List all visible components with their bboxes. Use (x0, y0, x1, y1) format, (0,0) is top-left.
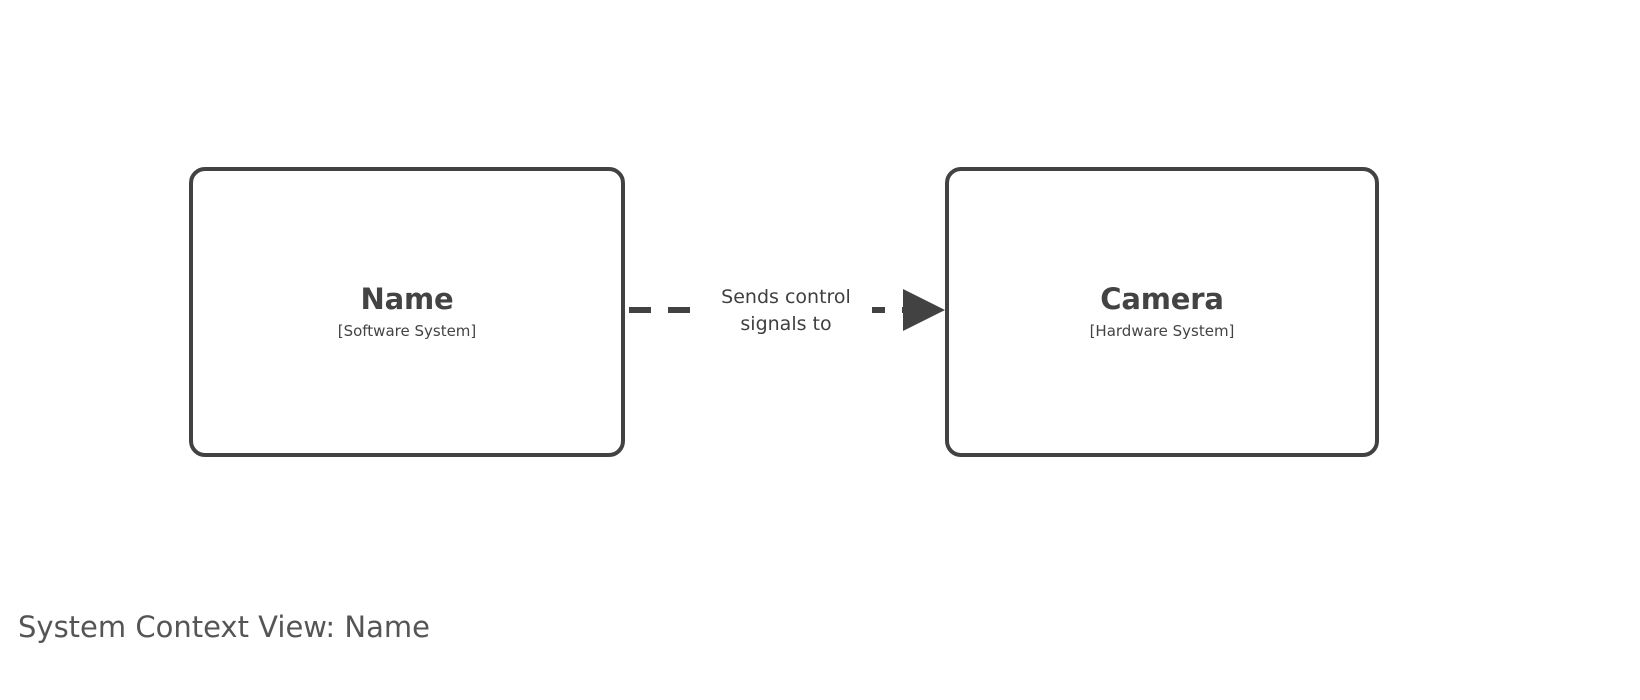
diagram-node-software-system[interactable]: Name [Software System] (189, 167, 625, 457)
relationship-label: Sends control signals to (700, 284, 872, 338)
diagram-node-hardware-system[interactable]: Camera [Hardware System] (945, 167, 1379, 457)
node-type-label: [Software System] (337, 322, 477, 341)
node-name: Camera (1100, 282, 1224, 317)
relationship-arrowhead-icon (903, 289, 945, 331)
relationship-label-line-2: signals to (740, 312, 832, 335)
relationship-label-line-1: Sends control (721, 286, 851, 308)
node-type-label: [Hardware System] (1089, 322, 1235, 341)
node-name: Name (360, 282, 454, 317)
view-title: System Context View: Name (18, 610, 430, 644)
